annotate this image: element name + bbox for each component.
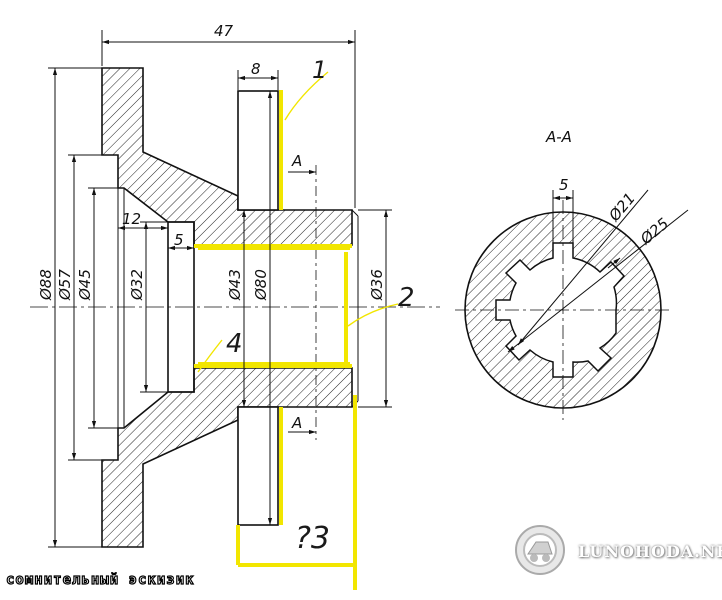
dim-57: Ø57: [56, 269, 74, 301]
section-title: A-A: [545, 128, 572, 146]
dim-5: 5: [174, 231, 184, 249]
dim-12: 12: [122, 210, 141, 228]
yellow-markup: [194, 90, 357, 590]
watermark-logo-icon: [515, 525, 565, 575]
dim-80: Ø80: [252, 269, 270, 301]
dim-88: Ø88: [37, 269, 55, 301]
note-3: ?3: [295, 521, 330, 556]
flange-plate-top: [237, 90, 279, 211]
dim-47: 47: [214, 22, 234, 40]
dim-32: Ø32: [128, 269, 146, 301]
dim-45: Ø45: [76, 269, 94, 301]
section-mark-bottom: A: [291, 414, 302, 432]
dim-slot-5: 5: [559, 176, 569, 194]
note-1: 1: [312, 56, 327, 84]
section-a-a-view: [455, 189, 689, 420]
section-mark-top: A: [291, 152, 302, 170]
flange-plate-bottom: [237, 406, 279, 526]
dim-36: Ø36: [368, 269, 386, 301]
yellow-bushing-hatch: [198, 248, 350, 364]
handwritten-notes: [197, 71, 399, 373]
dim-25: Ø25: [636, 214, 672, 248]
dimension-lines: [48, 30, 392, 548]
sketch-caption: сомнительный эскизик: [5, 571, 195, 588]
note-4: 4: [226, 329, 243, 359]
note-2: 2: [398, 283, 415, 313]
central-bore-outline: [167, 221, 195, 393]
part-section-view: [101, 67, 359, 548]
watermark-text: LUNOHODA.NET: [578, 542, 722, 561]
dim-43: Ø43: [226, 269, 244, 301]
dim-8: 8: [251, 60, 261, 78]
